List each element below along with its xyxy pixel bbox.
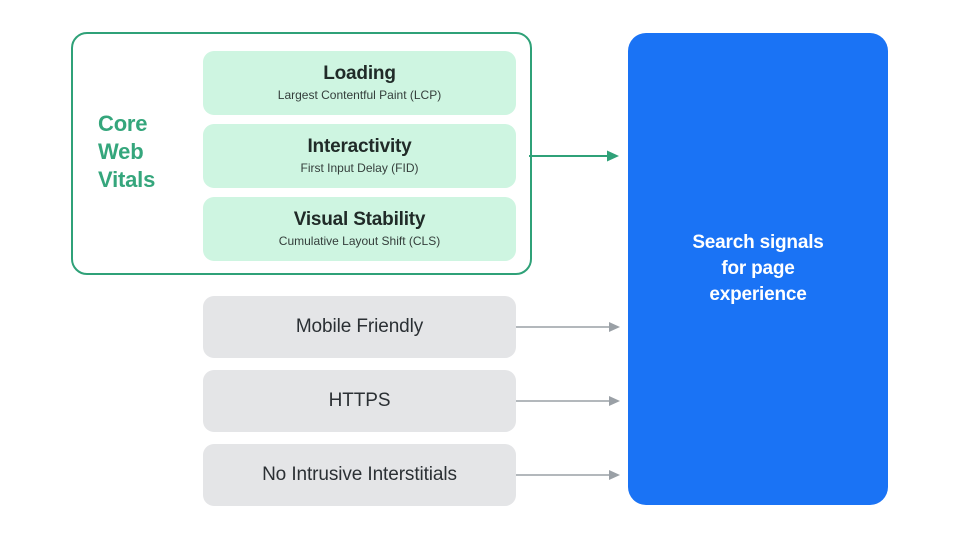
search-signals-destination-label: Search signals for page experience: [692, 232, 824, 305]
core-web-vitals-group-label: Core Web Vitals: [98, 111, 156, 192]
gray-arrow-right-icon-interstitials: [516, 470, 620, 480]
metric-title: Interactivity: [307, 136, 412, 157]
metric-card-visual-stability: Visual Stability Cumulative Layout Shift…: [203, 197, 516, 261]
metric-subtitle: Cumulative Layout Shift (CLS): [278, 234, 441, 248]
signal-label: HTTPS: [328, 390, 391, 411]
metric-subtitle: Largest Contentful Paint (LCP): [277, 88, 442, 102]
gray-arrow-right-icon-https: [516, 396, 620, 406]
metric-card-loading: Loading Largest Contentful Paint (LCP): [203, 51, 516, 115]
signal-label: No Intrusive Interstitials: [262, 464, 457, 485]
green-arrow-right-icon: [529, 150, 619, 162]
signal-card-mobile-friendly: Mobile Friendly: [203, 296, 516, 358]
metric-title: Visual Stability: [293, 209, 426, 230]
signal-card-https: HTTPS: [203, 370, 516, 432]
core-web-vitals-group: [71, 32, 532, 275]
metric-subtitle: First Input Delay (FID): [300, 161, 419, 175]
metric-title: Loading: [323, 63, 396, 84]
signal-label: Mobile Friendly: [295, 316, 424, 337]
gray-arrow-right-icon-mobile-friendly: [516, 322, 620, 332]
search-signals-destination-box: Search signals for page experience: [628, 33, 888, 505]
signal-card-no-intrusive-interstitials: No Intrusive Interstitials: [203, 444, 516, 506]
metric-card-interactivity: Interactivity First Input Delay (FID): [203, 124, 516, 188]
